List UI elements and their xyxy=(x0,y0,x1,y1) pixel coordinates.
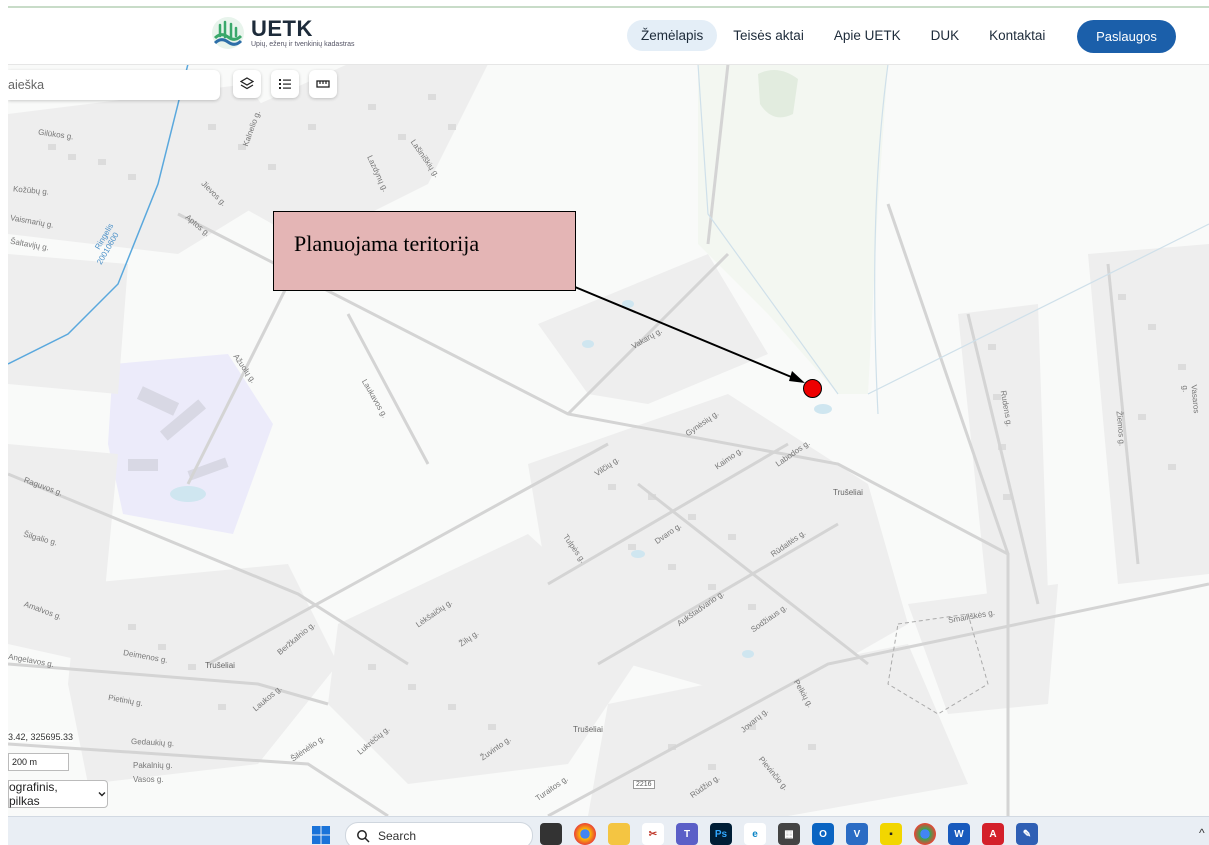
edge-icon[interactable]: e xyxy=(744,823,766,845)
uetk-logo[interactable]: UETK Upių, ežerų ir tvenkinių kadastras xyxy=(211,16,355,50)
place-label: Trušeliai xyxy=(833,488,863,497)
ruler-icon xyxy=(316,80,330,88)
nav-item-map[interactable]: Žemėlapis xyxy=(627,20,718,51)
map-canvas[interactable]: Gilūkos g. Jievos g. Aptos g. Kalnelio g… xyxy=(8,64,1209,816)
visio-icon[interactable]: V xyxy=(846,823,868,845)
snipping-tool-icon[interactable]: ✂ xyxy=(642,823,664,845)
nav-item-legal-acts[interactable]: Teisės aktai xyxy=(733,28,804,43)
site-header: UETK Upių, ežerų ir tvenkinių kadastras … xyxy=(8,8,1209,65)
windows-taskbar: Search ✂ T Ps e ▦ O V ▪ W A ✎ ^ xyxy=(8,816,1209,845)
browser-viewport: UETK Upių, ežerų ir tvenkinių kadastras … xyxy=(8,6,1209,845)
main-nav: Žemėlapis Teisės aktai Apie UETK DUK Kon… xyxy=(627,20,1061,51)
road-number-label: 2216 xyxy=(633,780,655,789)
basemap-select[interactable]: ografinis, pilkas xyxy=(8,780,108,808)
scale-bar: 200 m xyxy=(8,753,69,771)
map-search-input[interactable]: aieška xyxy=(8,70,220,100)
basemap-label: ografinis, pilkas xyxy=(9,780,58,808)
search-icon xyxy=(357,829,370,843)
legend-list-icon xyxy=(279,79,291,89)
street-label: Pakalnių g. xyxy=(133,761,173,770)
word-icon[interactable]: W xyxy=(948,823,970,845)
windows-start-icon[interactable] xyxy=(312,826,330,844)
photoshop-icon[interactable]: Ps xyxy=(710,823,732,845)
street-label: Vasaros g. xyxy=(1180,384,1201,414)
taskbar-search-label: Search xyxy=(378,828,417,843)
sketch-app-icon[interactable]: ✎ xyxy=(1016,823,1038,845)
teams-icon[interactable]: T xyxy=(676,823,698,845)
place-label: Trušeliai xyxy=(205,661,235,670)
street-label: Vasos g. xyxy=(133,775,164,784)
acrobat-icon[interactable]: A xyxy=(982,823,1004,845)
cursor-coordinates: 3.42, 325695.33 xyxy=(8,732,74,742)
nav-item-about[interactable]: Apie UETK xyxy=(833,28,901,43)
nav-item-contacts[interactable]: Kontaktai xyxy=(989,28,1046,43)
callout-arrow xyxy=(574,286,802,382)
taskbar-search[interactable]: Search xyxy=(345,822,533,845)
chevron-up-icon[interactable]: ^ xyxy=(1199,826,1205,840)
outlook-icon[interactable]: O xyxy=(812,823,834,845)
chevron-down-icon xyxy=(98,792,106,797)
top-border xyxy=(8,6,1209,8)
services-button[interactable]: Paslaugos xyxy=(1077,20,1176,53)
taskbar-apps: ✂ T Ps e ▦ O V ▪ W A ✎ xyxy=(540,823,1038,845)
callout-label: Planuojama teritorija xyxy=(294,231,480,256)
logo-subtitle: Upių, ežerų ir tvenkinių kadastras xyxy=(251,40,355,48)
layers-icon xyxy=(240,77,254,90)
search-placeholder: aieška xyxy=(8,78,45,92)
file-explorer-icon[interactable] xyxy=(608,823,630,845)
place-label: Trušeliai xyxy=(573,725,603,734)
chrome-icon[interactable] xyxy=(574,823,596,845)
logo-mark-icon xyxy=(212,17,244,49)
layers-button[interactable] xyxy=(233,70,261,98)
map-base-layer xyxy=(8,64,1209,816)
task-view-icon[interactable] xyxy=(540,823,562,845)
legend-button[interactable] xyxy=(271,70,299,98)
calculator-icon[interactable]: ▦ xyxy=(778,823,800,845)
chrome-profile-icon[interactable] xyxy=(914,823,936,845)
planned-area-callout: Planuojama teritorija xyxy=(273,211,576,291)
logo-title: UETK xyxy=(251,15,313,41)
nav-item-faq[interactable]: DUK xyxy=(930,28,960,43)
measure-button[interactable] xyxy=(309,70,337,98)
sticky-notes-icon[interactable]: ▪ xyxy=(880,823,902,845)
planned-area-marker[interactable] xyxy=(803,379,822,398)
